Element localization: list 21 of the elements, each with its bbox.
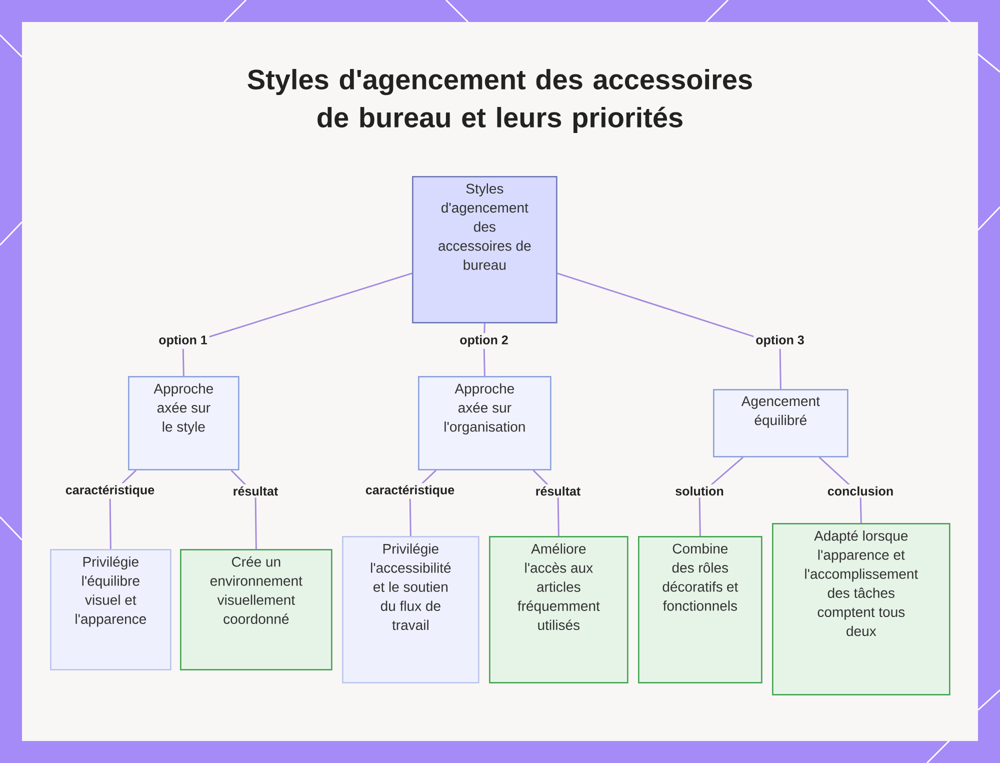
process-box: Adapté lorsque l'apparence et l'accomplissement des tâches comptent tous deux [772,523,950,696]
title: Styles d'agencement des accessoires de bureau et leurs priorités [248,68,752,134]
edge-label: résultat [533,484,583,498]
process-box: Approche axée sur l'organisation [418,376,552,470]
edge-label: caractéristique [363,483,457,499]
edge-label: option 2 [458,333,510,349]
edge-label: caractéristique [63,483,157,499]
process-box: Améliore l'accès aux articles fréquemment utilisés [489,536,628,684]
edge-label: option 1 [156,333,210,349]
process-box: Privilégie l'équilibre visuel et l'apparence [50,549,172,670]
process-box: Privilégie l'accessibilité et le soutien du flux de travail [342,536,480,684]
process-box: Agencement équilibré [713,389,848,458]
edge-label: solution [673,484,726,498]
process-box: Styles d'agencement des accessoires de bureau [412,176,558,324]
process-box: Approche axée sur le style [128,376,240,470]
process-box: Combine des rôles décoratifs et fonctionnels [638,536,762,684]
edge-label: résultat [230,484,280,498]
process-box: Crée un environnement visuellement coordonné [180,549,332,670]
connector-line [557,272,782,389]
edge-label: conclusion [825,484,896,498]
edge-label: option 3 [754,333,806,349]
